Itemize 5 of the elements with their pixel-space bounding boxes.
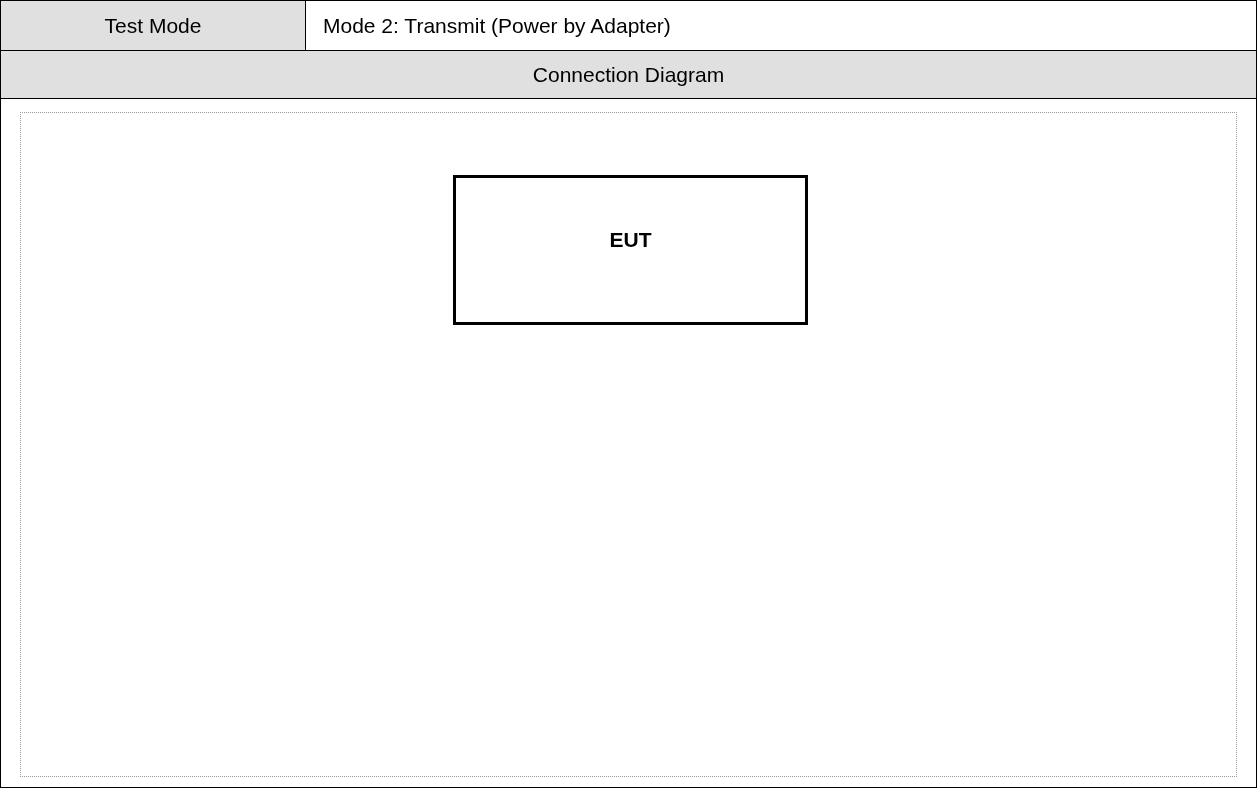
table-cell: Mode 2: Transmit (Power by Adapter) (305, 0, 1257, 51)
device-label: EUT (609, 228, 652, 252)
table-header-cell: Test Mode (0, 0, 306, 51)
device-box (453, 175, 808, 325)
table-header-cell: Connection Diagram (0, 50, 1257, 99)
